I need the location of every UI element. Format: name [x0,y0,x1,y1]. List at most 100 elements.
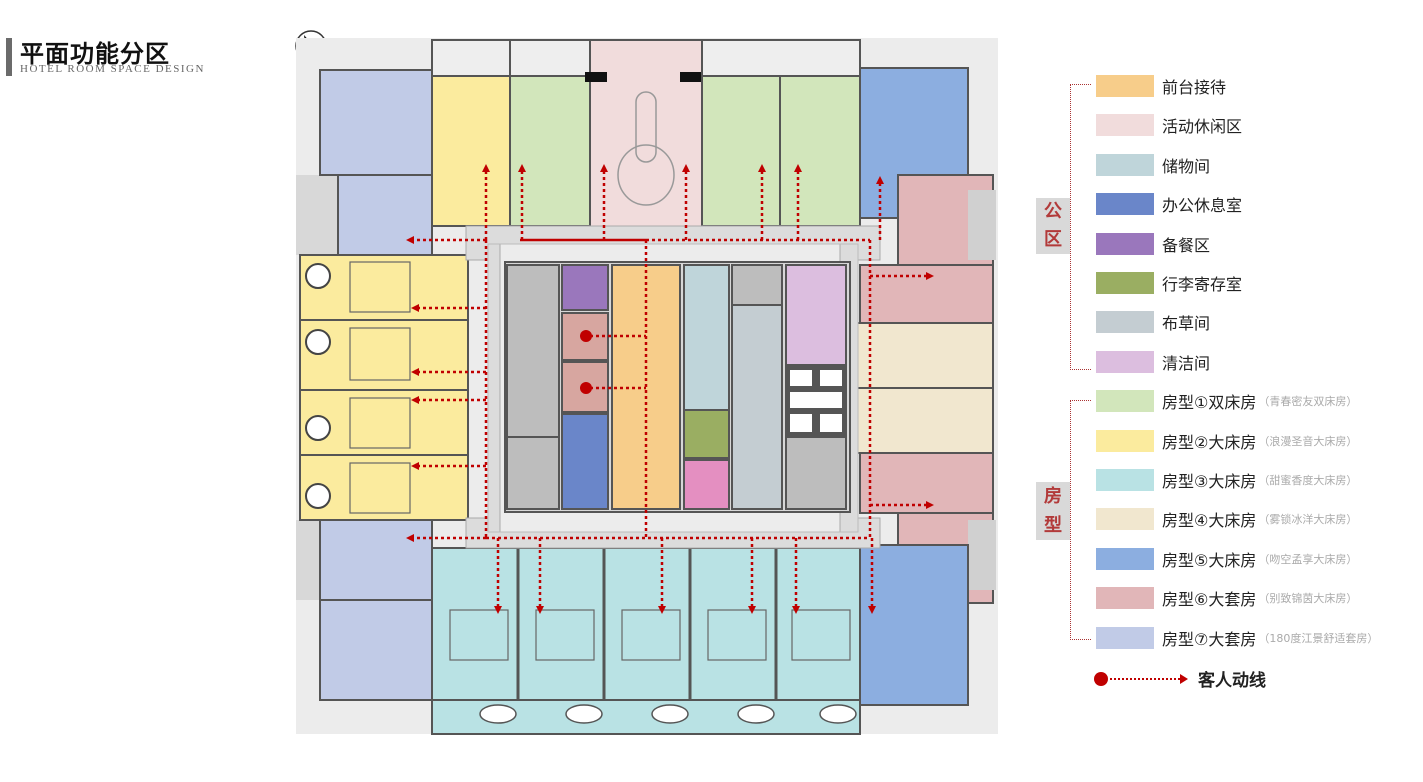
storage-center [683,264,730,411]
room-type2-left-1 [299,254,469,321]
legend-swatch [1096,75,1154,97]
legend-label: 房型⑦大套房 [1162,629,1257,649]
pantry [561,264,609,311]
legend-label: 房型⑤大床房 [1162,550,1257,570]
legend-bracket-public [1070,84,1091,370]
legend-label: 前台接待 [1162,78,1227,97]
legend-note: （青春密友双床房） [1258,395,1358,409]
legend: 公区 房型 前台接待活动休闲区储物间办公休息室备餐区行李寄存室布草间清洁间房型①… [1036,70,1412,710]
room-type2-top [431,75,511,227]
room-type7-top [319,69,433,176]
balcony-west-upper [296,175,338,255]
legend-label: 办公休息室 [1162,196,1243,216]
legend-item: 房型②大床房（浪漫圣音大床房） [1096,429,1357,453]
guest-flow [410,168,930,610]
legend-note: （吻空孟享大床房） [1258,552,1358,566]
room-type2-left-2 [299,319,469,391]
legend-swatch [1096,429,1154,452]
legend-group-public: 公区 [1036,198,1070,254]
cleaning-room [785,264,847,366]
flow-arrow-icon [1180,673,1188,684]
flow-dot-icon [1094,671,1108,686]
storage-west [506,436,560,510]
legend-note: （别致锦茵大床房） [1258,592,1358,606]
legend-item: 办公休息室 [1096,192,1242,216]
legend-note: （甜蜜香度大床房） [1258,474,1358,487]
room-type4-b [847,387,994,454]
legend-label: 房型⑥大套房 [1162,590,1257,610]
linen-lift [683,459,730,510]
legend-note: （浪漫圣音大床房） [1258,434,1358,448]
page-title: 平面功能分区 [20,40,170,68]
legend-group-rooms: 房型 [1036,482,1070,540]
flow-line-icon [1110,677,1180,680]
flow-start-dot [580,382,592,394]
office-rest [561,413,609,510]
legend-swatch [1096,272,1154,294]
legend-label: 储物间 [1162,156,1211,176]
page-subtitle: HOTEL ROOM SPACE DESIGN [20,63,205,75]
legend-item: 储物间 [1096,153,1210,177]
legend-item: 清洁间 [1096,350,1210,374]
column [680,72,702,82]
room-type2-left-4 [299,454,469,521]
balcony-east-upper [968,190,996,260]
stair-east [785,436,847,510]
legend-bracket-rooms [1070,400,1091,640]
legend-swatch [1096,508,1154,531]
legend-note: （雾锁冰洋大床房） [1258,513,1358,527]
legend-label: 房型②大床房 [1162,432,1257,452]
balcony-top-left [431,39,511,77]
legend-label: 清洁间 [1162,353,1211,373]
legend-label: 活动休闲区 [1162,117,1243,137]
stair-west [506,264,560,438]
legend-swatch [1096,547,1154,570]
room-type7-bottom-b [319,599,433,701]
balcony-east-lower [968,520,996,590]
column [585,72,607,82]
legend-item: 房型①双床房（青春密友双床房） [1096,389,1357,413]
legend-item: 房型④大床房（雾锁冰洋大床房） [1096,507,1357,531]
legend-swatch [1096,114,1154,137]
balcony-top-b [701,39,861,77]
legend-swatch [1096,193,1154,216]
lounge-table [617,144,675,206]
legend-swatch [1096,153,1154,176]
legend-item: 备餐区 [1096,232,1210,256]
room-type7-top-b [337,174,433,256]
flow-arrowheads [406,164,934,614]
legend-swatch [1096,390,1154,413]
legend-swatch [1096,469,1154,491]
legend-item: 房型⑥大套房（别致锦茵大床房） [1096,586,1357,610]
legend-item: 布草间 [1096,310,1210,334]
legend-guest-flow: 客人动线 [1094,666,1266,691]
balcony-top-a [509,39,591,77]
room-type3-row [431,547,861,701]
linen-room [731,304,783,510]
legend-label: 备餐区 [1162,235,1211,255]
legend-label: 布草间 [1162,314,1211,334]
flow-start-dot [580,330,592,342]
legend-swatch [1096,626,1154,649]
legend-swatch [1096,311,1154,334]
legend-label: 房型③大床房 [1162,472,1257,491]
legend-item: 房型⑦大套房（180度江景舒适套房） [1096,626,1378,650]
luggage-room [683,409,730,459]
legend-swatch [1096,587,1154,610]
room-type7-bottom [319,519,433,601]
legend-label: 行李寄存室 [1162,275,1243,294]
legend-item: 房型③大床房（甜蜜香度大床房） [1096,468,1357,492]
legend-note: （180度江景舒适套房） [1258,631,1379,645]
legend-label: 房型④大床房 [1162,511,1257,531]
lounge-table-long [635,91,657,163]
legend-label: 房型①双床房 [1162,393,1257,413]
room-type5-bottom [859,544,969,706]
legend-item: 行李寄存室 [1096,271,1242,295]
legend-swatch [1096,350,1154,373]
legend-item: 房型⑤大床房（吻空孟享大床房） [1096,547,1357,571]
legend-swatch [1096,232,1154,255]
legend-label: 客人动线 [1198,671,1266,691]
legend-item: 活动休闲区 [1096,113,1242,137]
legend-item: 前台接待 [1096,74,1226,98]
